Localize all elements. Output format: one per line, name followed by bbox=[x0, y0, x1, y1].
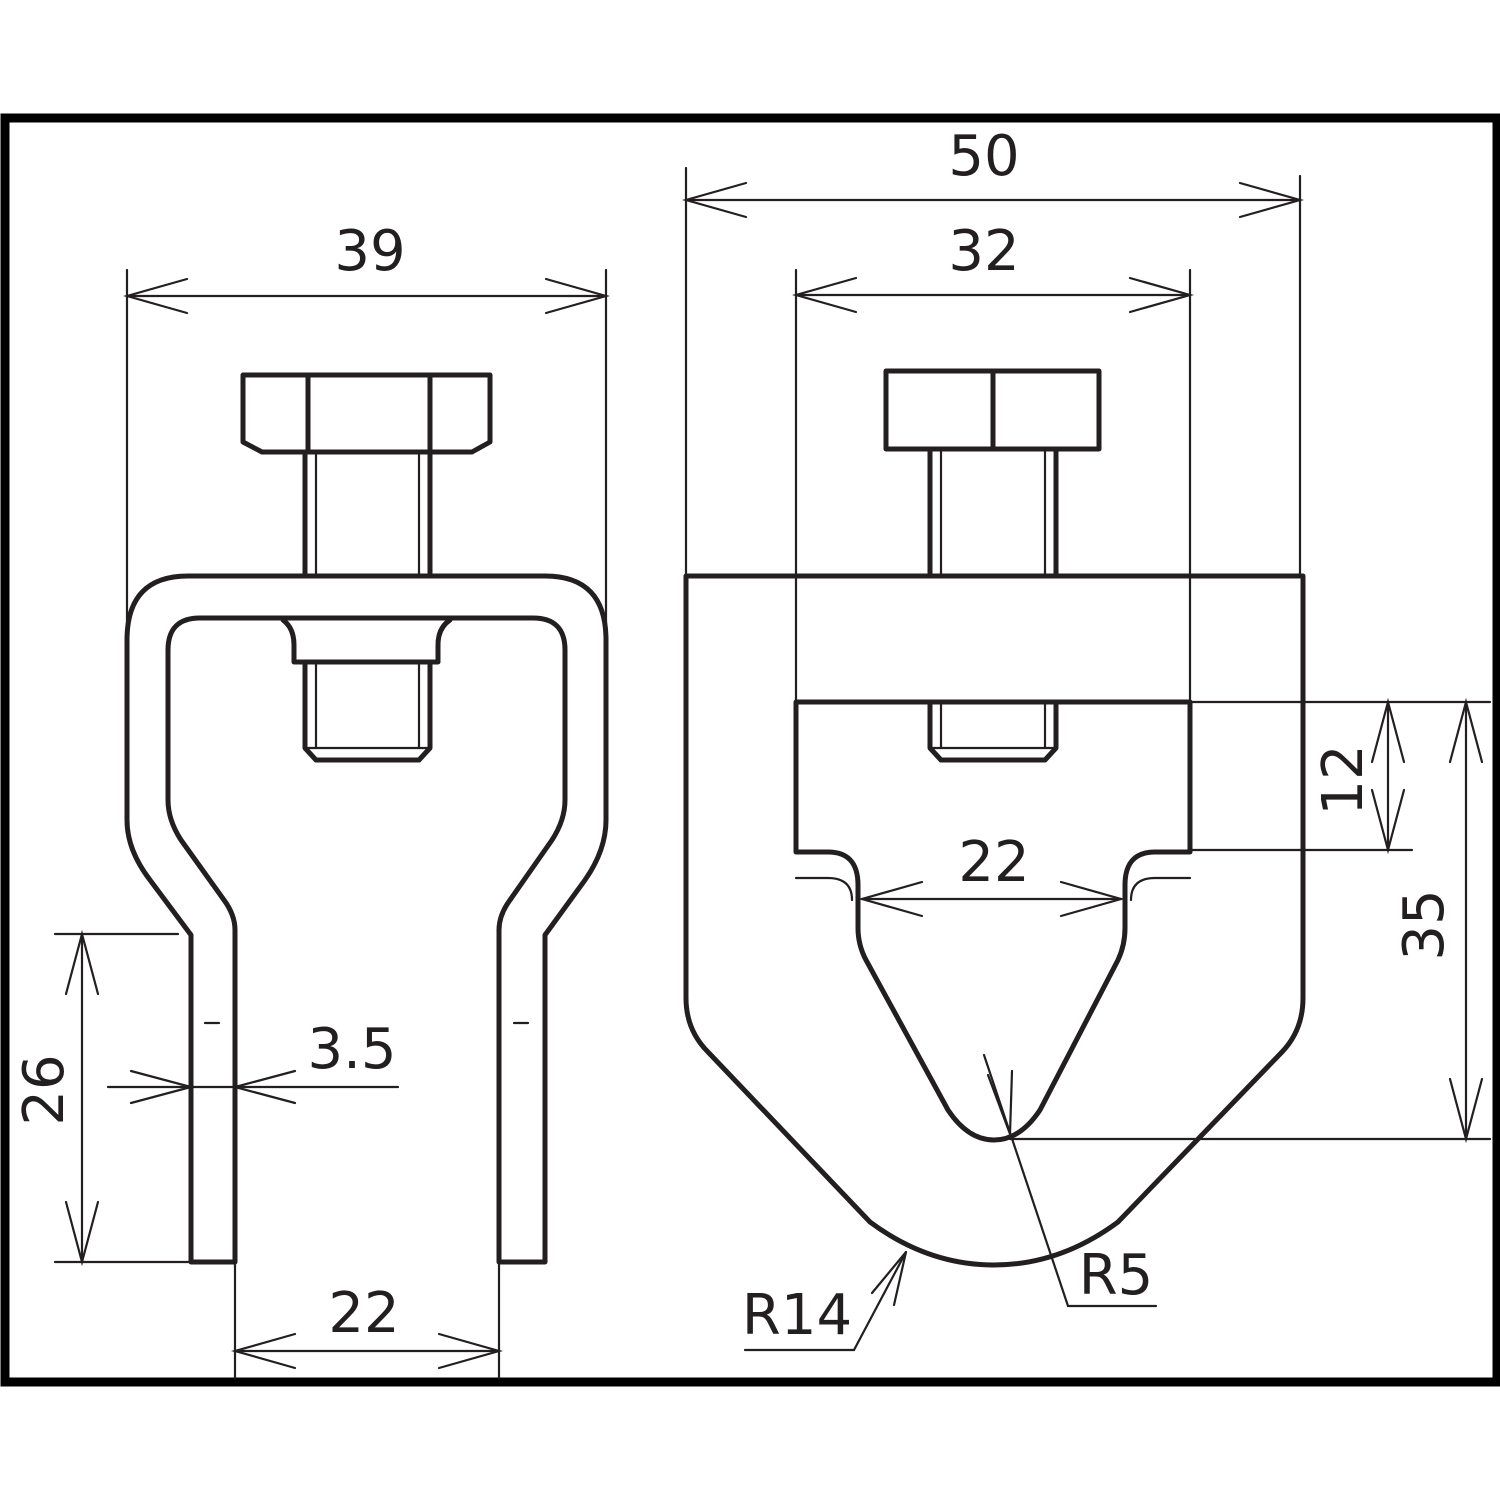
dimension-side-thickness: 3.5 bbox=[106, 1017, 400, 1105]
front-slot bbox=[793, 699, 1193, 1143]
front-width-label: 50 bbox=[948, 124, 1019, 189]
dimension-side-leg-length: 26 bbox=[12, 929, 193, 1267]
side-bracket bbox=[124, 573, 609, 1265]
front-slot-depth-label: 12 bbox=[1311, 744, 1376, 815]
side-bolt-nut bbox=[280, 617, 453, 763]
inner-radius-label: R5 bbox=[1079, 1243, 1154, 1308]
side-view: 39 26 3.5 22 bbox=[12, 219, 611, 1380]
side-thickness-label: 3.5 bbox=[307, 1017, 396, 1082]
outer-radius-label: R14 bbox=[742, 1283, 852, 1348]
side-bolt-head bbox=[240, 372, 493, 455]
front-bolt-end bbox=[927, 701, 1059, 763]
dimension-front-slot-depth: 12 bbox=[1188, 697, 1492, 855]
dimension-side-width: 39 bbox=[122, 219, 611, 642]
front-height-label: 35 bbox=[1392, 889, 1457, 960]
front-view: 50 32 22 12 bbox=[681, 124, 1492, 1352]
front-bolt-head bbox=[883, 368, 1102, 452]
dimension-front-inner-width: 32 bbox=[791, 219, 1195, 704]
dimension-inner-radius: R5 bbox=[982, 1053, 1158, 1308]
front-inner-width-label: 32 bbox=[948, 219, 1019, 284]
dimension-front-jaw-width: 22 bbox=[857, 830, 1126, 918]
side-leg-length-label: 26 bbox=[12, 1054, 77, 1125]
side-bolt-shank bbox=[302, 452, 433, 579]
dimension-front-width: 50 bbox=[681, 124, 1305, 578]
drawing-frame bbox=[0, 113, 1500, 1387]
dimension-outer-radius: R14 bbox=[742, 1250, 908, 1352]
front-bolt-shank bbox=[927, 448, 1059, 579]
front-body bbox=[683, 573, 1306, 1268]
dimension-front-height: 35 bbox=[1008, 697, 1492, 1144]
front-jaw-width-label: 22 bbox=[958, 830, 1029, 895]
side-width-label: 39 bbox=[334, 219, 405, 284]
dimension-side-gap: 22 bbox=[230, 1260, 504, 1380]
side-gap-label: 22 bbox=[328, 1281, 399, 1346]
